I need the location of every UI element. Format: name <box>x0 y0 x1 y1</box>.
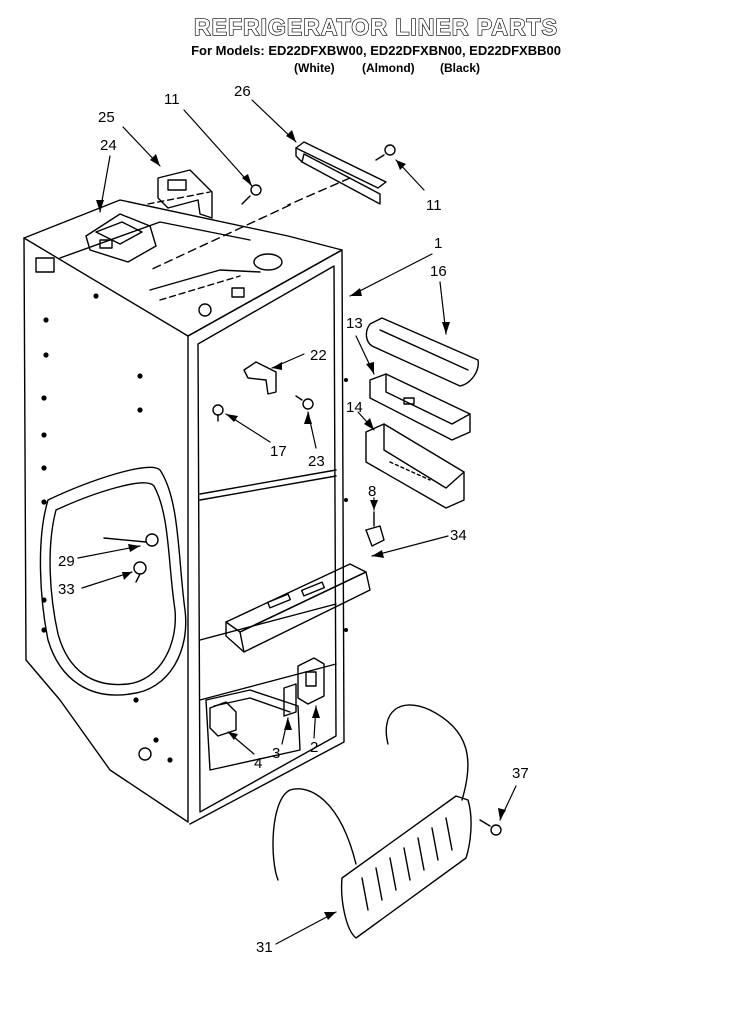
part-26-duct-bracket <box>295 141 387 205</box>
callout-2: 2 <box>310 739 318 756</box>
model-numbers: For Models: ED22DFXBW00, ED22DFXBN00, ED… <box>191 43 561 58</box>
part-14-housing <box>365 423 465 509</box>
screw-11b <box>375 144 396 161</box>
callout-13: 13 <box>346 315 363 332</box>
callout-34: 34 <box>450 527 467 544</box>
callout-25: 25 <box>98 109 115 126</box>
part-31-heater <box>272 704 472 939</box>
leader-lines <box>77 99 517 945</box>
callout-8: 8 <box>368 483 376 500</box>
part-3-bracket <box>283 683 297 717</box>
clip-8 <box>365 511 385 547</box>
callout-17: 17 <box>270 443 287 460</box>
screw-23 <box>295 395 314 410</box>
callout-22: 22 <box>310 347 327 364</box>
part-2-bracket <box>297 657 325 705</box>
liner-cabinet <box>23 199 348 825</box>
variant-white: (White) <box>294 61 335 75</box>
part-4-bracket <box>209 701 237 737</box>
arrowheads <box>96 130 506 920</box>
page-title: REFRIGERATOR LINER PARTS <box>193 13 558 40</box>
part-29-sensor <box>103 533 159 547</box>
part-24-housing <box>85 213 157 263</box>
callout-31: 31 <box>256 939 273 956</box>
variant-almond: (Almond) <box>362 61 415 75</box>
callout-11: 11 <box>164 91 180 108</box>
callout-3: 3 <box>272 745 280 762</box>
callout-4: 4 <box>254 755 262 772</box>
part-22-bracket <box>243 361 277 395</box>
callout-37: 37 <box>512 765 529 782</box>
callout-16: 16 <box>430 263 447 280</box>
rivet-17 <box>212 404 224 422</box>
part-25-bracket <box>147 169 213 219</box>
dashed-guide <box>287 177 351 206</box>
dashed-guide <box>149 204 291 271</box>
part-16-cover <box>365 317 479 387</box>
callout-1: 1 <box>434 235 442 252</box>
callout-11: 11 <box>426 197 442 214</box>
part-13-housing <box>369 373 471 441</box>
part-33-clip <box>133 561 147 583</box>
callout-14: 14 <box>346 399 363 416</box>
callout-labels: 25 11 26 24 11 1 16 13 22 14 17 23 8 34 … <box>58 83 529 956</box>
callout-29: 29 <box>58 553 75 570</box>
callout-23: 23 <box>308 453 325 470</box>
callout-33: 33 <box>58 581 75 598</box>
screw-11a <box>241 184 262 205</box>
screw-37 <box>479 819 502 836</box>
part-34-deflector <box>225 563 371 653</box>
callout-24: 24 <box>100 137 117 154</box>
variant-black: (Black) <box>440 61 481 75</box>
callout-26: 26 <box>234 83 251 100</box>
